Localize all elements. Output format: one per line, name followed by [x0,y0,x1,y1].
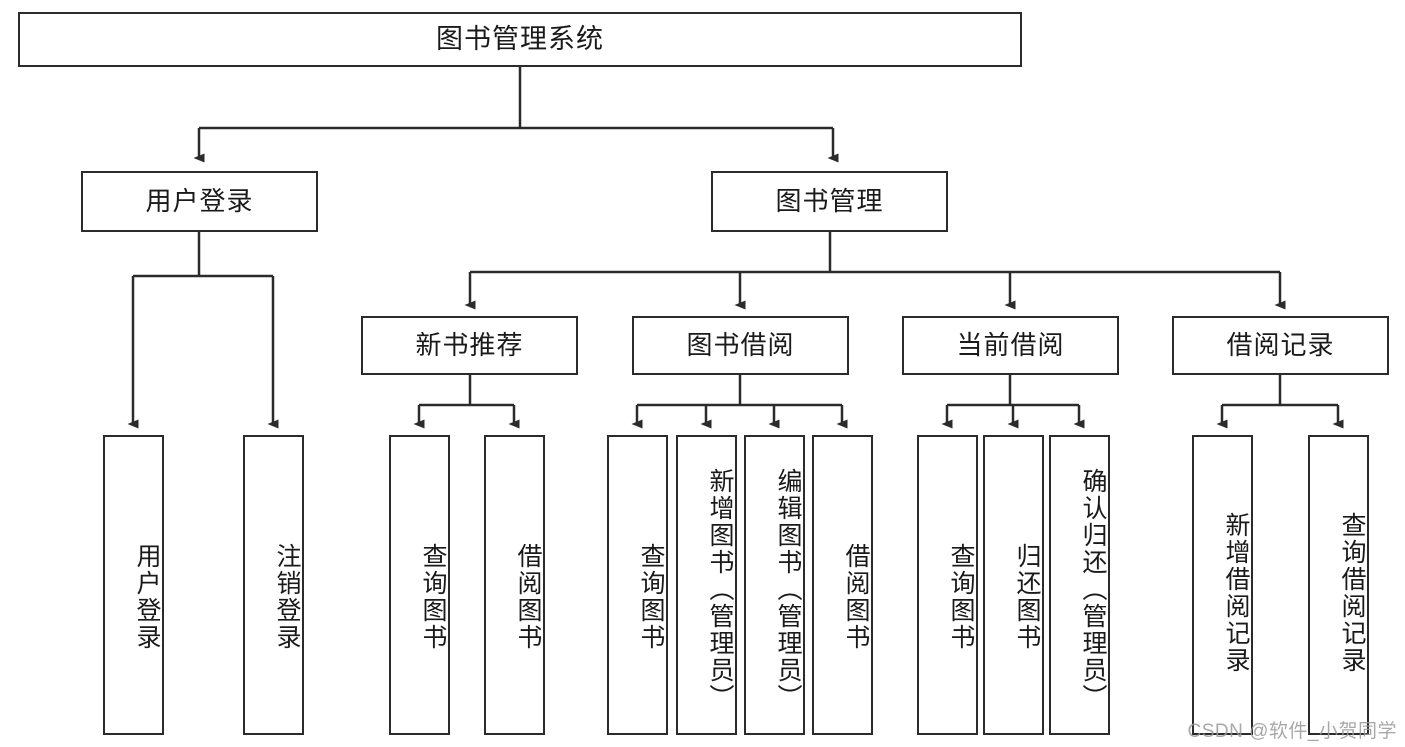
node-root-system[interactable]: 图书管理系统 [18,12,1022,67]
node-borrow-record[interactable]: 借阅记录 [1172,316,1389,375]
leaf-book-borrow-0[interactable]: 查询图书 [607,435,668,735]
node-new-book-recommend[interactable]: 新书推荐 [361,316,578,375]
leaf-label: 查询图书 [637,543,665,651]
node-book-manage[interactable]: 图书管理 [711,171,948,232]
leaf-current-borrow-1[interactable]: 归还图书 [983,435,1044,735]
leaf-label: 确认归还（管理员） [1079,467,1107,711]
leaf-new-book-recommend-0[interactable]: 查询图书 [389,435,450,735]
leaf-label: 用户登录 [133,543,161,651]
leaf-borrow-record-0[interactable]: 新增借阅记录 [1192,435,1253,735]
leaf-borrow-record-1[interactable]: 查询借阅记录 [1308,435,1369,735]
leaf-book-borrow-2[interactable]: 编辑图书（管理员） [744,435,805,735]
leaf-label: 编辑图书（管理员） [774,467,802,711]
leaf-current-borrow-0[interactable]: 查询图书 [917,435,978,735]
leaf-label: 借阅图书 [514,543,542,651]
leaf-label: 借阅图书 [842,543,870,651]
leaf-label: 新增图书（管理员） [706,467,734,711]
leaf-label: 注销登录 [273,543,301,651]
leaf-user-login-0[interactable]: 用户登录 [103,435,164,735]
leaf-new-book-recommend-1[interactable]: 借阅图书 [484,435,545,735]
leaf-user-login-1[interactable]: 注销登录 [243,435,304,735]
node-book-borrow[interactable]: 图书借阅 [632,316,849,375]
leaf-label: 查询图书 [419,543,447,651]
leaf-label: 新增借阅记录 [1222,512,1250,674]
leaf-label: 查询借阅记录 [1338,512,1366,674]
watermark-text: CSDN @软件_小贺同学 [1187,721,1397,742]
node-current-borrow[interactable]: 当前借阅 [902,316,1119,375]
leaf-label: 查询图书 [947,543,975,651]
leaf-book-borrow-1[interactable]: 新增图书（管理员） [676,435,737,735]
node-user-login[interactable]: 用户登录 [81,171,318,232]
leaf-current-borrow-2[interactable]: 确认归还（管理员） [1049,435,1110,735]
leaf-label: 归还图书 [1013,543,1041,651]
leaf-book-borrow-3[interactable]: 借阅图书 [812,435,873,735]
